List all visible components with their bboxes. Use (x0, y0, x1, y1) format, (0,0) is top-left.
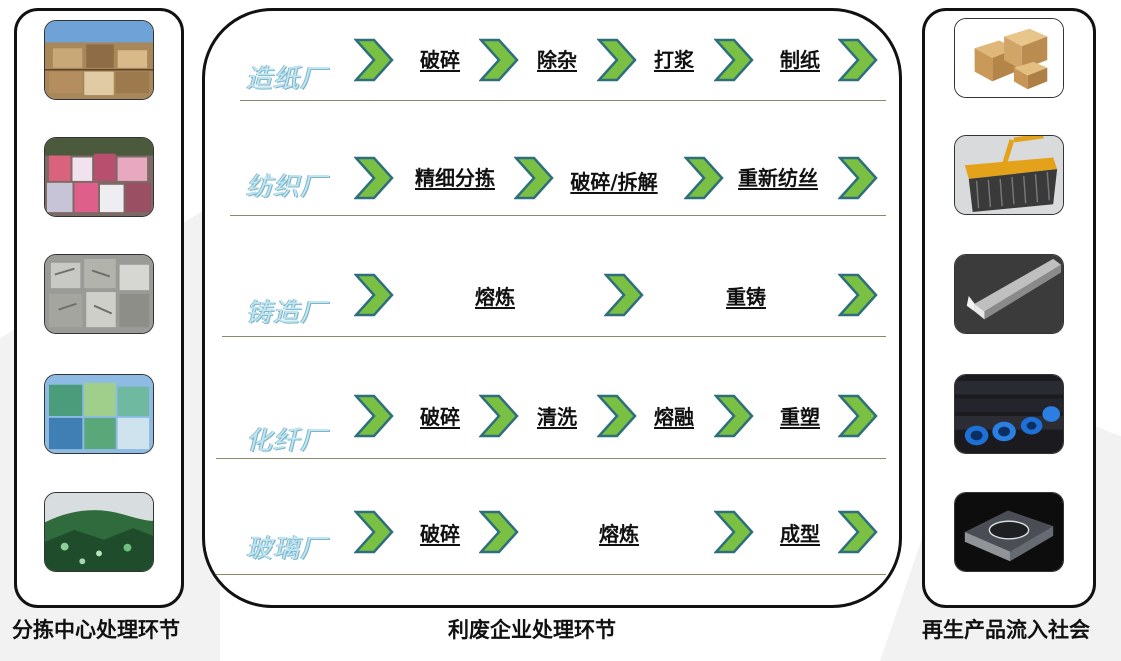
row-2-step-2: 破碎/拆解 (570, 170, 658, 194)
row-5-step-2: 熔炼 (599, 522, 639, 546)
broom-image (954, 135, 1064, 215)
row-1-step-2: 除杂 (537, 48, 577, 72)
flow-arrow-icon (684, 156, 724, 200)
sorting-center-caption: 分拣中心处理环节 (12, 618, 180, 642)
row-2-factory-label: 纺织厂 (246, 172, 328, 202)
row-separator (222, 336, 886, 337)
recycling-enterprise-panel (202, 8, 902, 608)
row-3-step-2: 重铸 (726, 285, 766, 309)
flow-arrow-icon (354, 273, 394, 317)
row-3-factory-label: 铸造厂 (246, 298, 328, 328)
flow-arrow-icon (714, 38, 754, 82)
flow-arrow-icon (479, 38, 519, 82)
row-separator (216, 574, 886, 575)
flow-arrow-icon (714, 510, 754, 554)
flow-arrow-icon (354, 38, 394, 82)
row-separator (216, 458, 886, 459)
flow-arrow-icon (838, 394, 878, 438)
recycling-enterprise-caption: 利废企业处理环节 (448, 618, 616, 642)
row-4-step-2: 清洗 (537, 405, 577, 429)
row-5-step-3: 成型 (780, 522, 820, 546)
flow-arrow-icon (714, 394, 754, 438)
metal-angle-bar-image (954, 254, 1064, 334)
row-separator (240, 100, 886, 101)
flow-arrow-icon (514, 156, 554, 200)
row-1-step-1: 破碎 (420, 48, 460, 72)
row-1-step-3: 打浆 (654, 48, 694, 72)
flow-arrow-icon (838, 510, 878, 554)
flow-arrow-icon (597, 38, 637, 82)
broken-glass-pile-image (44, 492, 154, 572)
flow-arrow-icon (838, 38, 878, 82)
plastic-bottle-bales-image (44, 374, 154, 454)
row-1-step-4: 制纸 (780, 48, 820, 72)
row-1-factory-label: 造纸厂 (246, 64, 328, 94)
row-3-step-1: 熔炼 (475, 285, 515, 309)
textile-bales-image (44, 137, 154, 217)
row-4-step-1: 破碎 (420, 405, 460, 429)
row-4-factory-label: 化纤厂 (246, 426, 328, 456)
row-4-step-3: 熔融 (654, 405, 694, 429)
flow-arrow-icon (354, 510, 394, 554)
flow-arrow-icon (838, 273, 878, 317)
row-separator (230, 215, 886, 216)
row-2-step-3: 重新纺丝 (738, 166, 818, 190)
flow-arrow-icon (354, 394, 394, 438)
flow-arrow-icon (479, 510, 519, 554)
glass-ashtray-image (954, 492, 1064, 572)
row-4-step-4: 重塑 (780, 405, 820, 429)
flow-arrow-icon (838, 156, 878, 200)
recycled-products-caption: 再生产品流入社会 (922, 618, 1090, 642)
row-5-step-1: 破碎 (420, 522, 460, 546)
flow-arrow-icon (479, 394, 519, 438)
row-5-factory-label: 玻璃厂 (246, 534, 328, 564)
row-2-step-1: 精细分拣 (415, 166, 495, 190)
flow-arrow-icon (354, 156, 394, 200)
flow-arrow-icon (604, 273, 644, 317)
corrugated-pipes-image (954, 374, 1064, 454)
flow-arrow-icon (597, 394, 637, 438)
scrap-metal-bales-image (44, 254, 154, 334)
cardboard-boxes-image (954, 18, 1064, 98)
waste-paper-bales-image (44, 20, 154, 100)
